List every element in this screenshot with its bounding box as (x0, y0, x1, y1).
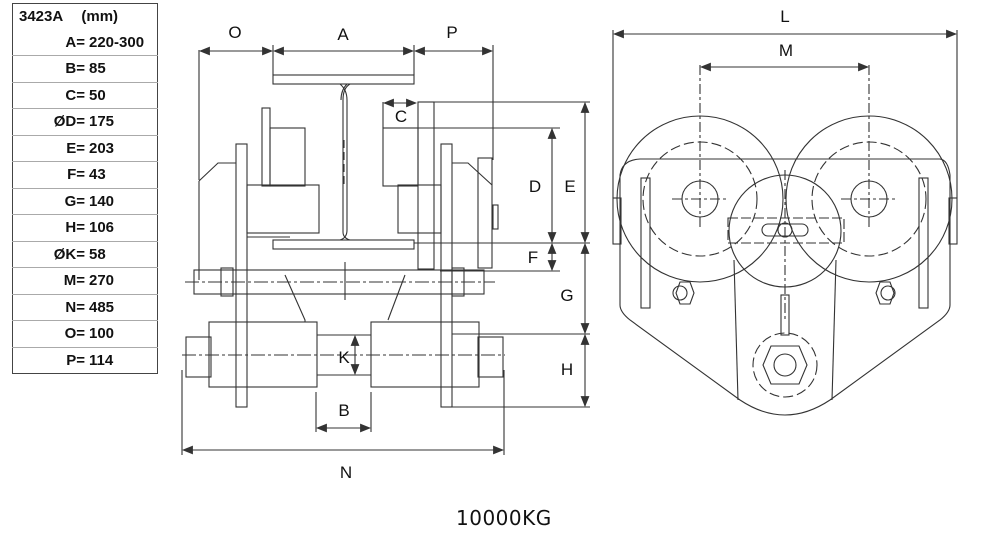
table-header: 3423A (mm) (13, 4, 158, 30)
spec-key: ØD= (53, 113, 85, 131)
spec-cell: B=85 (12, 55, 158, 83)
spec-row: ØD=175 (12, 108, 158, 136)
spec-cell-content: E=203 (13, 140, 157, 157)
spec-cell-content: F=43 (13, 166, 157, 183)
spec-row: C=50 (12, 82, 158, 109)
model-number: 3423A (19, 8, 64, 26)
spec-key: A= (65, 33, 85, 51)
spec-cell: O=100 (12, 320, 158, 348)
spec-key: F= (67, 166, 85, 184)
bottom-axle (182, 321, 505, 388)
spec-value: 58 (89, 245, 106, 263)
spec-row: E=203 (12, 135, 158, 162)
i-beam (272, 74, 415, 250)
spec-cell-content: B=85 (13, 60, 157, 77)
spec-value: 175 (89, 113, 115, 131)
cross-bolt (185, 262, 495, 322)
table-header-row: 3423A (mm) (13, 4, 158, 30)
spec-key: P= (66, 351, 85, 369)
dim-label-e: E (564, 177, 575, 196)
spec-cell-content: C=50 (13, 87, 157, 104)
spec-row: H=106 (12, 214, 158, 242)
wheel-right (785, 65, 953, 283)
spec-cell-content: N=485 (13, 299, 157, 316)
dim-label-h: H (561, 360, 573, 379)
spec-cell: M=270 (12, 267, 158, 295)
spec-value: 85 (89, 60, 106, 78)
unit-label: (mm) (81, 8, 119, 26)
spec-cell: ØK=58 (12, 241, 158, 268)
spec-cell: H=106 (12, 214, 158, 242)
spec-key: H= (65, 219, 85, 237)
spec-row: G=140 (12, 188, 158, 215)
spec-value: 485 (89, 298, 115, 316)
spec-cell-content: M=270 (13, 272, 157, 289)
spec-row: M=270 (12, 267, 158, 295)
spec-row: B=85 (12, 55, 158, 83)
spec-key: N= (65, 298, 85, 316)
spec-key: O= (64, 325, 85, 343)
spec-value: 270 (89, 272, 115, 290)
spec-value: 106 (89, 219, 115, 237)
spec-key: B= (65, 60, 85, 78)
spec-cell: ØD=175 (12, 108, 158, 136)
spec-cell-content: ØD=175 (13, 113, 157, 130)
spec-cell-content: G=140 (13, 193, 157, 210)
spec-cell: P=114 (13, 347, 158, 374)
spec-cell: G=140 (12, 188, 158, 215)
spec-value: 100 (89, 325, 115, 343)
dim-label-p: P (446, 23, 457, 42)
left-side-plate (198, 107, 320, 408)
spec-row: A=220-300 (12, 29, 158, 56)
spec-row: F=43 (12, 161, 158, 189)
spec-cell: A=220-300 (12, 29, 158, 56)
spec-value: 43 (89, 166, 106, 184)
side-view (181, 45, 590, 455)
dim-label-g: G (560, 286, 573, 305)
spec-value: 114 (89, 351, 114, 369)
dim-label-a: A (337, 25, 349, 44)
dim-label-b: B (338, 401, 349, 420)
spec-key: E= (66, 139, 85, 157)
capacity-caption: 10000KG (456, 506, 552, 530)
spec-value: 140 (89, 192, 115, 210)
dim-label-n: N (340, 463, 352, 482)
spec-cell-content: O=100 (13, 325, 157, 342)
front-view (612, 29, 958, 416)
spec-row: N=485 (12, 294, 158, 321)
spec-cell-content: H=106 (13, 219, 157, 236)
spec-cell-content: P=114 (13, 352, 157, 369)
spec-key: M= (63, 272, 85, 290)
spec-value: 220-300 (89, 33, 145, 51)
nuts (672, 281, 896, 398)
spec-cell: N=485 (12, 294, 158, 321)
dim-label-k: K (338, 348, 350, 367)
wheel-left (616, 65, 784, 283)
spec-row: O=100 (12, 320, 158, 348)
spec-key: C= (65, 86, 85, 104)
spec-cell: C=50 (12, 82, 158, 109)
spec-value: 50 (89, 86, 106, 104)
spec-key: ØK= (53, 245, 85, 263)
spec-cell-content: A=220-300 (13, 34, 157, 51)
spec-row: P=114 (13, 347, 158, 374)
spec-cell: E=203 (12, 135, 158, 162)
dim-label-f: F (528, 248, 538, 267)
dim-label-d: D (529, 177, 541, 196)
dim-label-l: L (780, 7, 789, 26)
trolley-frame (612, 158, 958, 416)
right-side-plate (382, 101, 499, 408)
dim-label-m: M (779, 41, 793, 60)
spec-key: G= (64, 192, 85, 210)
spec-cell: F=43 (12, 161, 158, 189)
dim-label-o: O (228, 23, 241, 42)
center-gear (727, 170, 845, 320)
spec-value: 203 (89, 139, 115, 157)
spec-row: ØK=58 (12, 241, 158, 268)
dim-label-c: C (395, 107, 407, 126)
spec-cell-content: ØK=58 (13, 246, 157, 263)
